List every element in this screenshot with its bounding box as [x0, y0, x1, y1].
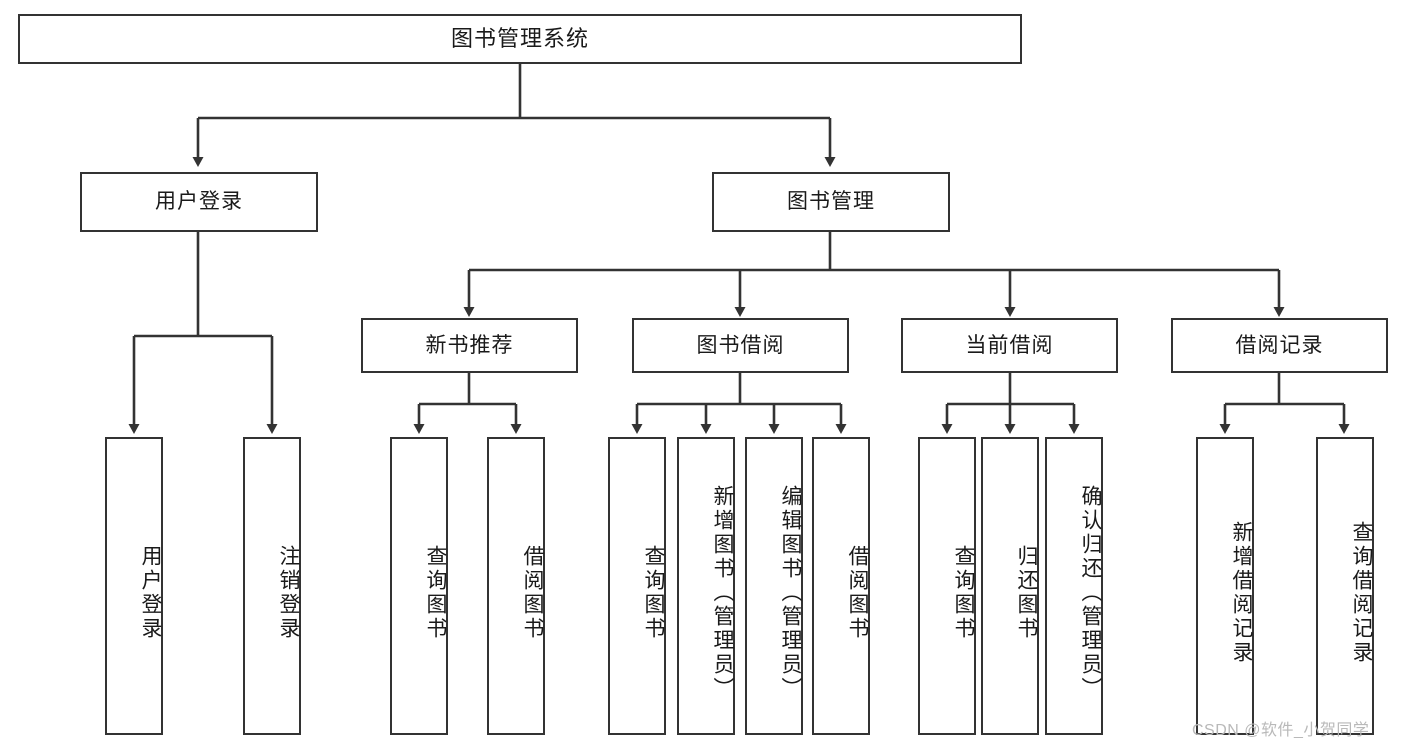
node-label: 新书推荐 — [425, 333, 514, 357]
node-label: 查询图书 — [642, 545, 665, 641]
node-label: 查询图书 — [424, 545, 447, 641]
node-label: 新增借阅记录 — [1230, 521, 1253, 665]
leaf-query-book-recommend[interactable]: 查询图书 — [390, 437, 448, 735]
node-label: 确认归还（管理员） — [1079, 485, 1102, 701]
leaf-edit-book-admin[interactable]: 编辑图书（管理员） — [745, 437, 803, 735]
node-label: 归还图书 — [1015, 545, 1038, 641]
node-label: 借阅图书 — [846, 545, 869, 641]
leaf-add-book-admin[interactable]: 新增图书（管理员） — [677, 437, 735, 735]
node-label: 查询借阅记录 — [1350, 521, 1373, 665]
node-label: 借阅记录 — [1235, 333, 1324, 357]
leaf-borrow-book-recommend[interactable]: 借阅图书 — [487, 437, 545, 735]
leaf-logout[interactable]: 注销登录 — [243, 437, 301, 735]
node-label: 注销登录 — [277, 545, 300, 641]
leaf-query-book-borrow[interactable]: 查询图书 — [608, 437, 666, 735]
node-new-book-recommend[interactable]: 新书推荐 — [361, 318, 578, 373]
leaf-query-borrow-record[interactable]: 查询借阅记录 — [1316, 437, 1374, 735]
node-label: 当前借阅 — [965, 333, 1054, 357]
leaf-user-login[interactable]: 用户登录 — [105, 437, 163, 735]
node-book-management[interactable]: 图书管理 — [712, 172, 950, 232]
node-user-login[interactable]: 用户登录 — [80, 172, 318, 232]
node-label: 查询图书 — [952, 545, 975, 641]
leaf-add-borrow-record[interactable]: 新增借阅记录 — [1196, 437, 1254, 735]
node-label: 图书管理系统 — [450, 25, 589, 51]
node-label: 新增图书（管理员） — [711, 485, 734, 701]
node-root-system[interactable]: 图书管理系统 — [18, 14, 1022, 64]
leaf-confirm-return-admin[interactable]: 确认归还（管理员） — [1045, 437, 1103, 735]
leaf-borrow-book[interactable]: 借阅图书 — [812, 437, 870, 735]
node-book-borrow[interactable]: 图书借阅 — [632, 318, 849, 373]
leaf-return-book[interactable]: 归还图书 — [981, 437, 1039, 735]
node-borrow-record[interactable]: 借阅记录 — [1171, 318, 1388, 373]
node-label: 借阅图书 — [521, 545, 544, 641]
node-label: 编辑图书（管理员） — [779, 485, 802, 701]
node-label: 用户登录 — [139, 545, 162, 641]
leaf-query-book-current[interactable]: 查询图书 — [918, 437, 976, 735]
node-label: 图书借阅 — [696, 333, 785, 357]
node-current-borrow[interactable]: 当前借阅 — [901, 318, 1118, 373]
csdn-watermark: CSDN @软件_小贺同学 — [1192, 722, 1370, 739]
node-label: 用户登录 — [155, 190, 243, 214]
node-label: 图书管理 — [787, 190, 875, 214]
